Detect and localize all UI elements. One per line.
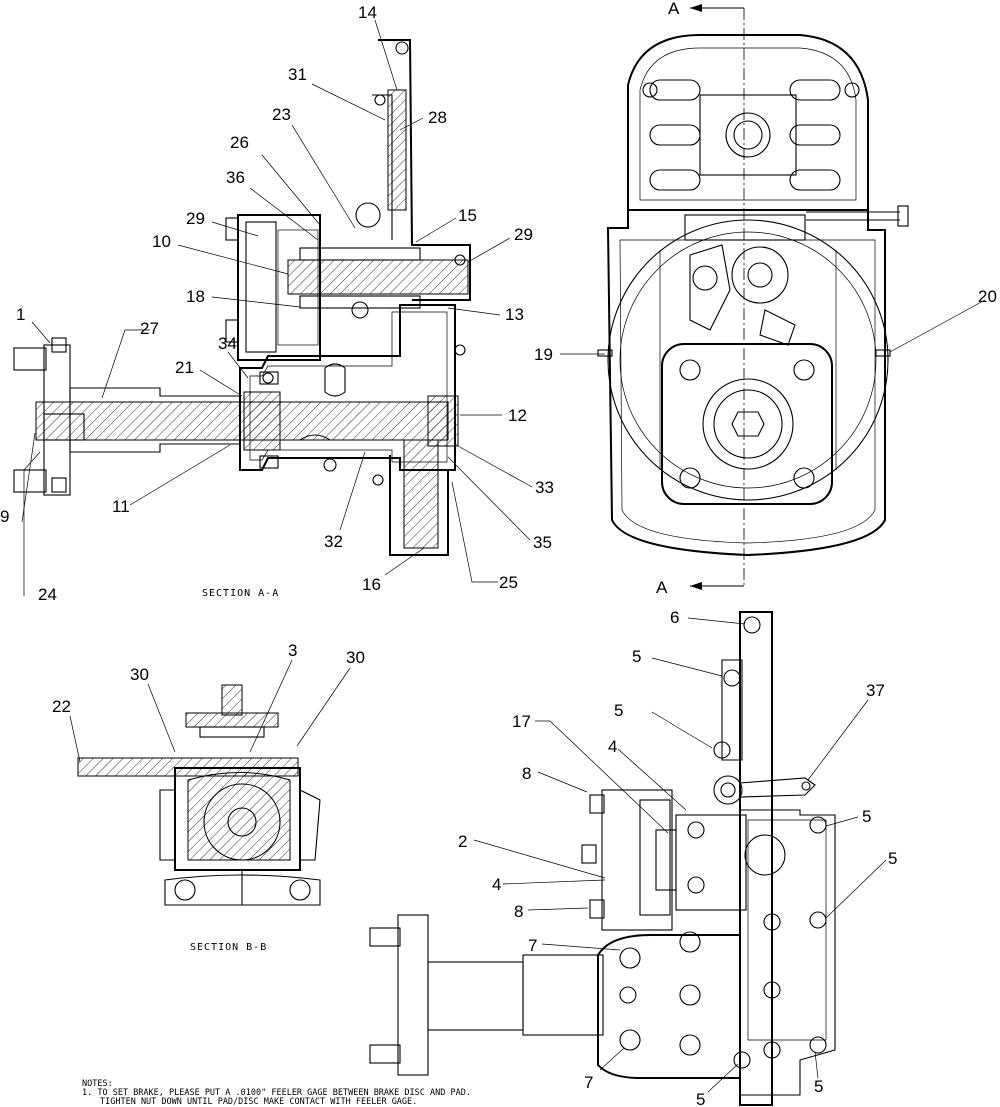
section-mark-bottom: A: [656, 578, 668, 597]
callout-29-right: 29: [514, 225, 533, 244]
callout-4-b: 4: [492, 875, 501, 894]
callout-5-d: 5: [888, 849, 897, 868]
callout-31: 31: [288, 65, 307, 84]
callout-32: 32: [324, 532, 343, 551]
callout-17: 17: [512, 712, 531, 731]
callout-5-c: 5: [862, 807, 871, 826]
section-mark-top: A: [668, 0, 680, 18]
callout-5-a: 5: [632, 647, 641, 666]
callout-15: 15: [458, 206, 477, 225]
callout-4-a: 4: [608, 737, 617, 756]
callout-36: 36: [226, 168, 245, 187]
callout-7-b: 7: [584, 1073, 593, 1092]
callout-5-f: 5: [814, 1077, 823, 1096]
callout-30-right: 30: [346, 648, 365, 667]
callout-6: 6: [670, 608, 679, 627]
callout-21: 21: [175, 358, 194, 377]
callout-28: 28: [428, 108, 447, 127]
section-b-b-caption: SECTION B-B: [190, 942, 267, 953]
callout-3: 3: [288, 641, 297, 660]
callout-10: 10: [152, 232, 171, 251]
callout-26: 26: [230, 133, 249, 152]
side-view: [597, 4, 909, 590]
callout-27: 27: [140, 319, 159, 338]
callout-29-left: 29: [186, 209, 205, 228]
callout-34: 34: [218, 334, 237, 353]
section-b-b-view: [77, 684, 321, 906]
callout-5-b: 5: [614, 701, 623, 720]
callout-20: 20: [978, 287, 997, 306]
callout-14: 14: [358, 3, 377, 22]
callout-30-left: 30: [130, 665, 149, 684]
leader-lines: [21, 19, 986, 1093]
callout-2: 2: [458, 832, 467, 851]
callout-7-a: 7: [528, 936, 537, 955]
callout-5-e: 5: [696, 1090, 705, 1107]
callout-8-b: 8: [514, 902, 523, 921]
front-view: [369, 611, 836, 1106]
callout-16: 16: [362, 575, 381, 594]
callout-22: 22: [52, 697, 71, 716]
section-a-a-view: [13, 39, 471, 556]
callout-33: 33: [535, 478, 554, 497]
notes-title: NOTES:: [82, 1079, 113, 1089]
callout-37: 37: [866, 681, 885, 700]
section-a-a-caption: SECTION A-A: [202, 588, 279, 599]
callout-12: 12: [508, 406, 527, 425]
notes-line-2: TIGHTEN NUT DOWN UNTIL PAD/DISC MAKE CON…: [100, 1097, 417, 1107]
callout-18: 18: [186, 287, 205, 306]
callout-24: 24: [38, 585, 57, 604]
callout-13: 13: [505, 305, 524, 324]
notes-line-1: 1. TO SET BRAKE, PLEASE PUT A .0100" FEE…: [82, 1088, 471, 1098]
callout-19: 19: [534, 345, 553, 364]
callout-9: 9: [0, 507, 9, 526]
callout-11: 11: [112, 497, 130, 516]
callout-25: 25: [499, 573, 518, 592]
callout-1: 1: [16, 305, 25, 324]
callout-35: 35: [533, 533, 552, 552]
callout-8-a: 8: [522, 764, 531, 783]
callout-23: 23: [272, 105, 291, 124]
